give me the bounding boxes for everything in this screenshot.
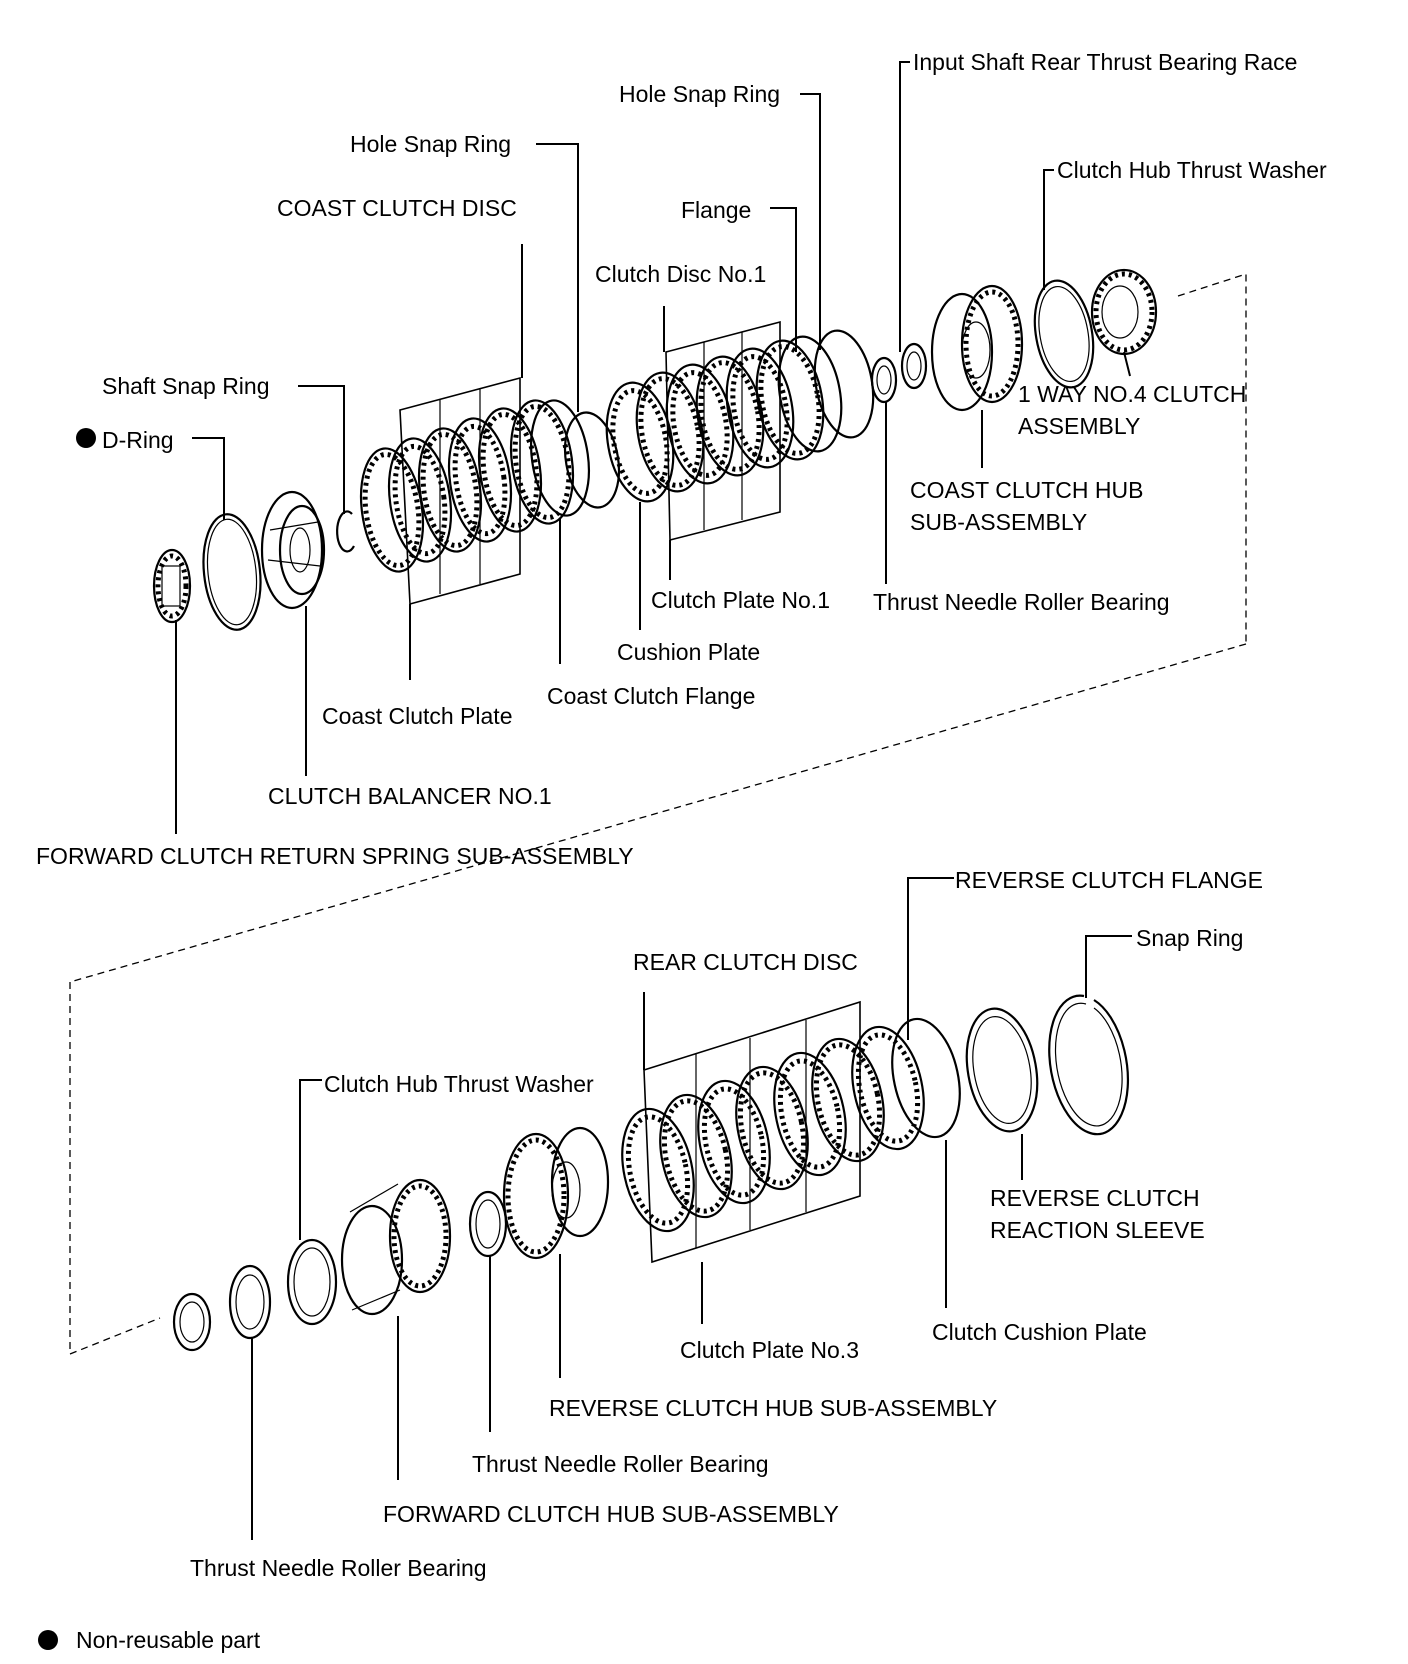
label-clutch-hub-thrust-washer-upper: Clutch Hub Thrust Washer	[1057, 157, 1327, 183]
shaft-snap-ring-drawing	[336, 510, 355, 553]
thrust-needle-roller-bearing-upper-drawing	[870, 356, 898, 404]
forward-clutch-return-spring-drawing	[152, 548, 192, 624]
snap-ring-drawing	[1048, 994, 1129, 1136]
label-hole-snap-ring-upper: Hole Snap Ring	[619, 81, 780, 107]
clutch-hub-thrust-washer-upper-drawing	[1033, 279, 1095, 389]
thrust-needle-roller-bearing-middle-drawing	[468, 1190, 508, 1258]
label-clutch-cushion-plate: Clutch Cushion Plate	[932, 1319, 1147, 1345]
label-forward-clutch-hub-sub-assembly: FORWARD CLUTCH HUB SUB-ASSEMBLY	[383, 1501, 839, 1527]
legend-dot	[38, 1630, 58, 1650]
rear-clutch-disc-frame	[643, 1000, 861, 1264]
label-hole-snap-ring-left: Hole Snap Ring	[350, 131, 511, 157]
thrust-bearing-lower-pair-drawing	[228, 1264, 272, 1340]
coast-clutch-pack-drawing	[359, 399, 590, 573]
coast-clutch-disc-frame	[399, 376, 521, 606]
label-clutch-hub-thrust-washer-lower: Clutch Hub Thrust Washer	[324, 1071, 594, 1097]
one-way-no4-clutch-drawing	[1090, 268, 1158, 356]
label-clutch-plate-no3: Clutch Plate No.3	[680, 1337, 859, 1363]
label-coast-clutch-hub-line2: SUB-ASSEMBLY	[910, 509, 1087, 535]
coast-clutch-hub-drawing	[930, 284, 1024, 412]
label-clutch-plate-no1: Clutch Plate No.1	[651, 587, 830, 613]
input-shaft-rear-thrust-bearing-race-drawing	[900, 342, 928, 390]
label-rear-clutch-disc: REAR CLUTCH DISC	[633, 949, 858, 975]
label-clutch-disc-no1: Clutch Disc No.1	[595, 261, 766, 287]
legend: Non-reusable part	[38, 1627, 261, 1653]
clutch-pack-no1-drawing	[605, 335, 843, 503]
rear-clutch-pack-drawing	[621, 1017, 961, 1233]
label-shaft-snap-ring: Shaft Snap Ring	[102, 373, 270, 399]
label-reverse-clutch-hub-sub-assembly: REVERSE CLUTCH HUB SUB-ASSEMBLY	[549, 1395, 997, 1421]
label-reverse-clutch-flange: REVERSE CLUTCH FLANGE	[955, 867, 1263, 893]
non-reusable-dot	[76, 428, 96, 448]
forward-clutch-hub-drawing	[340, 1178, 452, 1316]
label-coast-clutch-plate: Coast Clutch Plate	[322, 703, 512, 729]
label-one-way-no4-clutch-line2: ASSEMBLY	[1018, 413, 1140, 439]
label-input-shaft-rear-thrust-bearing-race: Input Shaft Rear Thrust Bearing Race	[913, 49, 1297, 75]
leader-lines	[175, 61, 1132, 1540]
clutch-disc-no1-frame	[665, 320, 781, 542]
hole-snap-ring-left-drawing	[563, 411, 621, 509]
label-d-ring: D-Ring	[102, 427, 174, 453]
label-reverse-clutch-reaction-sleeve-line2: REACTION SLEEVE	[990, 1217, 1205, 1243]
label-forward-clutch-return-spring: FORWARD CLUTCH RETURN SPRING SUB-ASSEMBL…	[36, 843, 634, 869]
label-cushion-plate: Cushion Plate	[617, 639, 760, 665]
label-reverse-clutch-reaction-sleeve-line1: REVERSE CLUTCH	[990, 1185, 1200, 1211]
label-thrust-needle-roller-bearing-upper: Thrust Needle Roller Bearing	[873, 589, 1170, 615]
clutch-balancer-drawing	[260, 490, 326, 610]
label-thrust-needle-roller-bearing-lower: Thrust Needle Roller Bearing	[190, 1555, 487, 1581]
label-flange: Flange	[681, 197, 751, 223]
part-labels: Input Shaft Rear Thrust Bearing Race Hol…	[36, 49, 1327, 1581]
label-clutch-balancer-no1: CLUTCH BALANCER NO.1	[268, 783, 552, 809]
thrust-needle-roller-bearing-lower-drawing	[172, 1292, 212, 1352]
clutch-hub-thrust-washer-lower-drawing	[286, 1238, 338, 1326]
reverse-clutch-hub-drawing	[502, 1126, 610, 1260]
label-thrust-needle-roller-bearing-middle: Thrust Needle Roller Bearing	[472, 1451, 769, 1477]
label-coast-clutch-disc: COAST CLUTCH DISC	[277, 195, 517, 221]
label-coast-clutch-hub-line1: COAST CLUTCH HUB	[910, 477, 1143, 503]
dashed-continuation-lines	[69, 273, 1247, 1355]
reverse-clutch-reaction-sleeve-drawing	[965, 1007, 1039, 1133]
label-one-way-no4-clutch-line1: 1 WAY NO.4 CLUTCH	[1018, 381, 1246, 407]
label-coast-clutch-flange: Coast Clutch Flange	[547, 683, 755, 709]
label-snap-ring: Snap Ring	[1136, 925, 1243, 951]
legend-text: Non-reusable part	[76, 1627, 261, 1653]
d-ring-drawing	[202, 513, 262, 631]
